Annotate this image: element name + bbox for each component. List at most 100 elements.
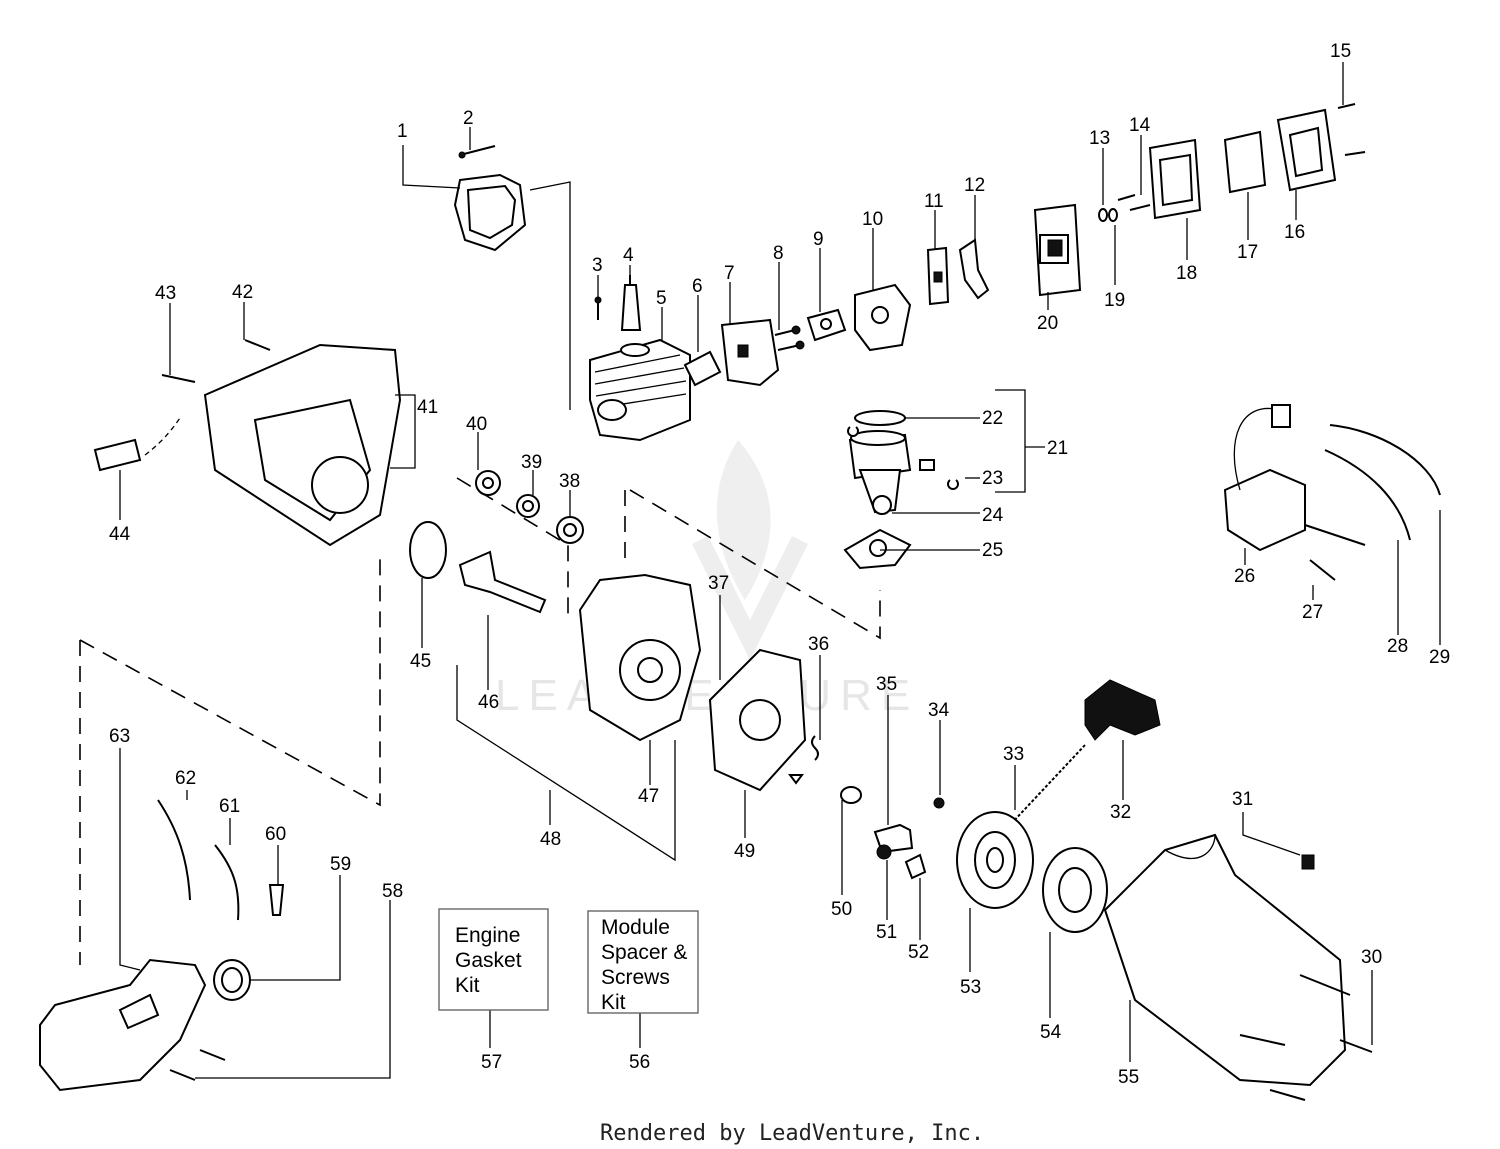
retainer-screw <box>876 844 892 860</box>
label-36: 36 <box>808 634 829 655</box>
carburetor-adaptor <box>720 318 780 387</box>
label-7: 7 <box>724 263 735 284</box>
module-spacer-kit: Module Spacer & Screws Kit <box>587 910 699 1014</box>
label-15: 15 <box>1330 41 1351 62</box>
spark-plug <box>620 275 642 331</box>
starter-rope <box>1009 744 1086 826</box>
choke-lever <box>958 238 990 300</box>
air-filter-cover <box>1276 108 1337 192</box>
engine-housing <box>203 343 402 547</box>
label-3: 3 <box>592 255 603 276</box>
carburetor <box>854 283 912 352</box>
label-14: 14 <box>1129 115 1151 136</box>
label-28: 28 <box>1387 636 1408 657</box>
washer <box>840 786 862 804</box>
adaptor-screws <box>774 325 805 351</box>
bearing-40 <box>475 470 501 496</box>
piston <box>848 430 912 480</box>
muffler-pin <box>458 145 496 159</box>
starter-pulley <box>956 811 1034 909</box>
label-49: 49 <box>734 841 755 862</box>
label-27: 27 <box>1302 602 1323 623</box>
housing-screws <box>161 339 271 383</box>
label-51: 51 <box>876 922 897 943</box>
housing-clip <box>1301 854 1315 870</box>
label-62: 62 <box>175 768 196 789</box>
label-61: 61 <box>219 796 240 817</box>
label-38: 38 <box>559 471 580 492</box>
pulley-screw <box>933 797 945 809</box>
label-39: 39 <box>521 452 542 473</box>
label-2: 2 <box>463 108 474 129</box>
label-37: 37 <box>708 573 729 594</box>
starter-handle <box>1084 679 1161 741</box>
fuel-line-62 <box>157 799 191 901</box>
carburetor-gasket <box>806 308 847 342</box>
label-4: 4 <box>623 245 634 266</box>
starter-housing <box>1103 833 1347 1087</box>
label-41: 41 <box>417 397 438 418</box>
label-58: 58 <box>382 881 403 902</box>
label-1: 1 <box>397 121 408 142</box>
label-40: 40 <box>466 414 487 435</box>
label-30: 30 <box>1361 947 1382 968</box>
label-48: 48 <box>540 829 561 850</box>
module-screws <box>1304 524 1366 581</box>
o-ring <box>409 521 447 579</box>
label-29: 29 <box>1429 647 1450 668</box>
label-17: 17 <box>1237 242 1258 263</box>
label-13: 13 <box>1089 128 1110 149</box>
label-43: 43 <box>155 283 176 304</box>
air-filter-element <box>1223 130 1267 194</box>
assembly-dashed-lines <box>79 477 881 965</box>
label-9: 9 <box>813 229 824 250</box>
stop-wire <box>1329 424 1441 496</box>
label-31: 31 <box>1232 789 1253 810</box>
bearing-38 <box>556 516 584 544</box>
label-26: 26 <box>1234 566 1255 587</box>
leadventure-watermark: LEADVENTURE <box>495 440 919 720</box>
label-33: 33 <box>1003 744 1024 765</box>
label-16: 16 <box>1284 222 1305 243</box>
small-screw <box>594 296 602 320</box>
label-34: 34 <box>928 700 950 721</box>
wrist-pin <box>919 459 935 471</box>
label-47: 47 <box>638 786 659 807</box>
pawl-retainer <box>904 853 927 880</box>
housing-bracket <box>93 438 142 472</box>
label-24: 24 <box>982 505 1004 526</box>
part-number-labels: 1 2 3 4 5 6 7 8 9 10 11 12 13 14 15 16 1… <box>109 41 1450 1088</box>
connecting-rod <box>858 469 902 515</box>
label-59: 59 <box>330 854 351 875</box>
engine-gasket-kit-text: Engine Gasket Kit <box>455 924 527 997</box>
fuel-line-61 <box>214 844 240 921</box>
cover-screws <box>1337 103 1366 156</box>
label-23: 23 <box>982 468 1003 489</box>
spring-clip <box>788 735 819 785</box>
label-25: 25 <box>982 540 1003 561</box>
label-10: 10 <box>862 209 883 230</box>
bearing-39 <box>516 494 540 518</box>
label-54: 54 <box>1040 1022 1062 1043</box>
label-35: 35 <box>876 674 897 695</box>
label-55: 55 <box>1118 1067 1139 1088</box>
intake-gasket <box>683 350 722 387</box>
label-63: 63 <box>109 726 130 747</box>
rewind-spring <box>1042 847 1108 933</box>
engine-shroud <box>39 958 207 1092</box>
air-filter-base <box>1033 203 1082 297</box>
ground-wire <box>1324 449 1411 541</box>
cylinder <box>589 338 691 442</box>
label-44: 44 <box>109 524 131 545</box>
label-53: 53 <box>960 977 981 998</box>
watermark-text: LEADVENTURE <box>495 671 919 720</box>
label-45: 45 <box>410 651 431 672</box>
footer-credit: Rendered by LeadVenture, Inc. <box>600 1121 984 1146</box>
filter-frame <box>1148 138 1202 220</box>
crankcase <box>578 573 702 742</box>
label-6: 6 <box>692 276 703 297</box>
shroud-screws <box>169 1049 226 1081</box>
muffler-cover <box>453 173 527 252</box>
label-56: 56 <box>629 1052 650 1073</box>
